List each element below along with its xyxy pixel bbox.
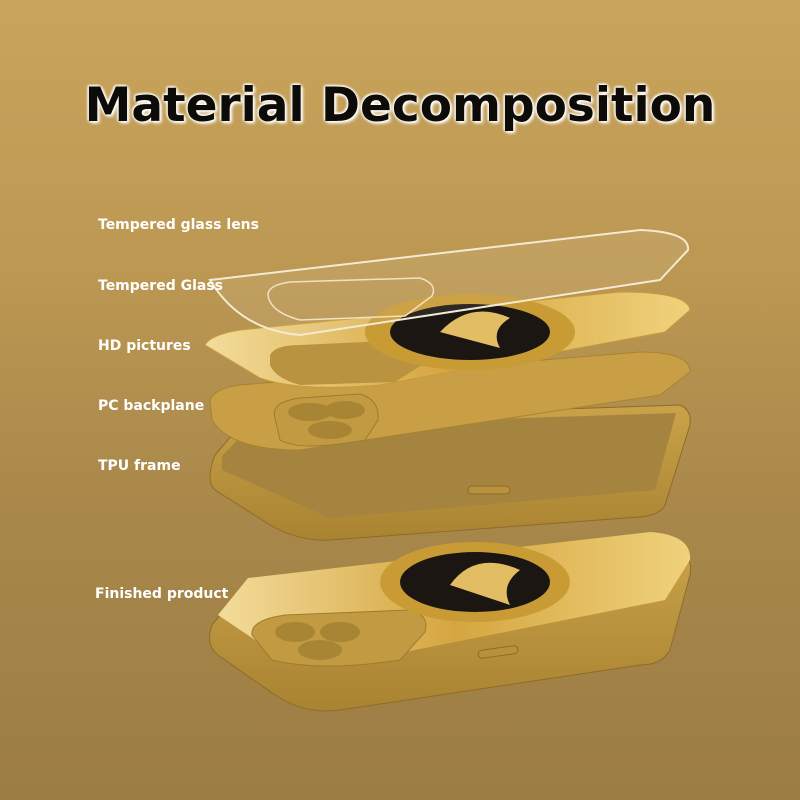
hd-picture-layer — [204, 291, 691, 388]
label-tpu-frame: TPU frame — [98, 458, 181, 474]
page-title: Material Decomposition — [84, 78, 716, 133]
label-hd-pictures: HD pictures — [98, 338, 191, 354]
finished-product — [209, 532, 692, 712]
label-finished-product: Finished product — [95, 586, 229, 602]
label-tempered-glass: Tempered Glass — [98, 278, 223, 294]
tempered-glass-layer — [208, 228, 690, 337]
label-tempered-glass-lens: Tempered glass lens — [98, 217, 259, 233]
pc-backplane-layer — [209, 351, 691, 451]
label-pc-backplane: PC backplane — [98, 398, 205, 414]
